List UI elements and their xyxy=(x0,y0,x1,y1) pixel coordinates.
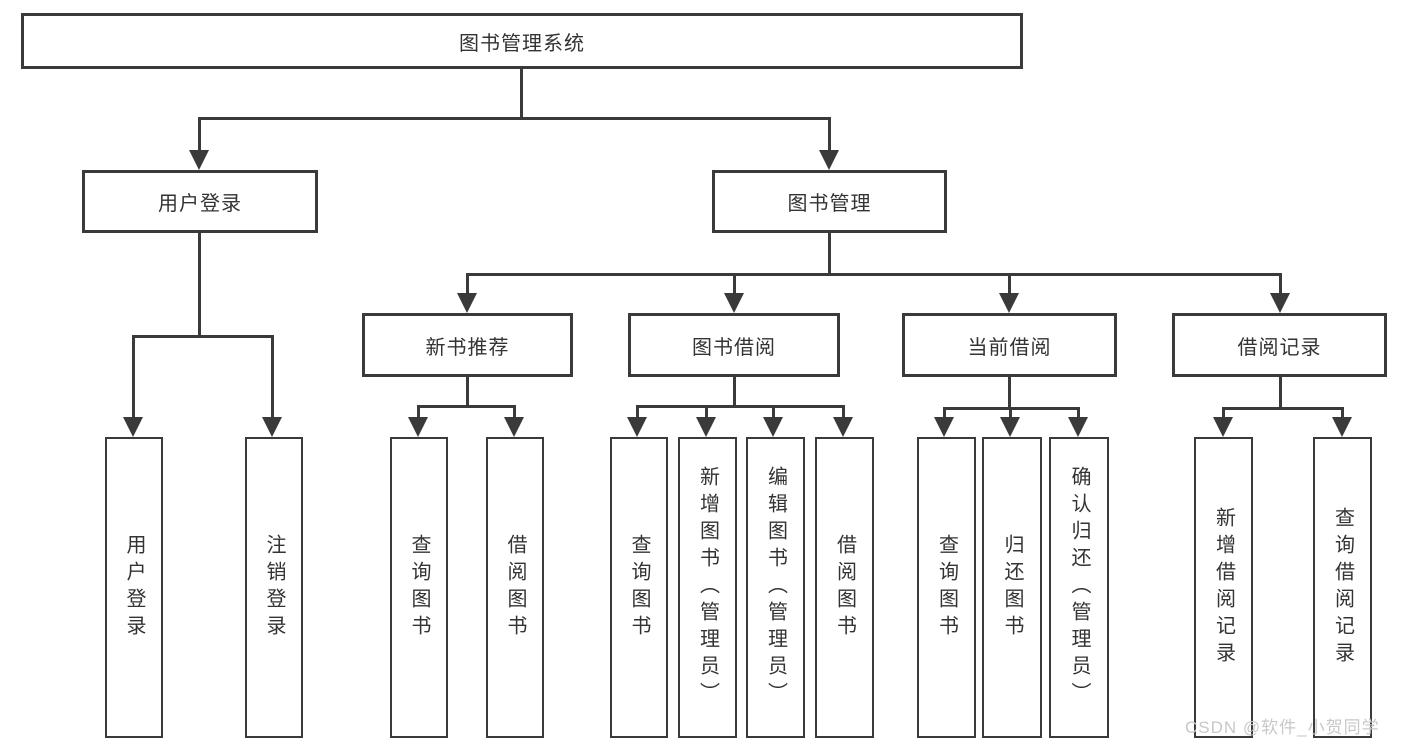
connector-line xyxy=(943,407,946,420)
leaf-label: 确认归还（管理员） xyxy=(1068,466,1090,709)
node-book-management: 图书管理 xyxy=(712,170,947,233)
arrowhead-icon xyxy=(1270,293,1290,313)
leaf-query-books-current: 查询图书 xyxy=(917,437,976,738)
connector-line xyxy=(1279,377,1282,409)
connector-line xyxy=(828,117,831,152)
connector-line xyxy=(1008,273,1011,297)
arrowhead-icon xyxy=(819,150,839,170)
leaf-label: 注销登录 xyxy=(263,533,285,642)
connector-line xyxy=(417,405,516,408)
connector-line xyxy=(132,335,274,338)
node-user-login: 用户登录 xyxy=(82,170,318,233)
node-library-management-system: 图书管理系统 xyxy=(21,13,1023,69)
connector-line xyxy=(1222,407,1344,410)
arrowhead-icon xyxy=(724,293,744,313)
leaf-label: 查询借阅记录 xyxy=(1331,506,1354,669)
connector-line xyxy=(1008,377,1011,409)
arrowhead-icon xyxy=(696,417,716,437)
connector-line xyxy=(828,233,831,275)
arrowhead-icon xyxy=(833,417,853,437)
connector-line xyxy=(466,273,1282,276)
connector-line xyxy=(733,377,736,407)
node-book-borrowing: 图书借阅 xyxy=(628,313,840,377)
leaf-edit-books-admin: 编辑图书（管理员） xyxy=(746,437,805,738)
arrowhead-icon xyxy=(1213,417,1233,437)
leaf-query-borrow-record: 查询借阅记录 xyxy=(1313,437,1372,738)
connector-line xyxy=(842,405,845,420)
leaf-label: 查询图书 xyxy=(935,533,958,642)
leaf-label: 编辑图书（管理员） xyxy=(764,466,787,709)
csdn-watermark: CSDN @软件_小贺同学 xyxy=(1185,718,1380,737)
leaf-query-books-recommend: 查询图书 xyxy=(390,437,448,738)
node-new-book-recommendation: 新书推荐 xyxy=(362,313,573,377)
connector-line xyxy=(1222,407,1225,420)
leaf-confirm-return-admin: 确认归还（管理员） xyxy=(1049,437,1109,738)
connector-line xyxy=(636,405,845,408)
leaf-query-books-borrow: 查询图书 xyxy=(610,437,668,738)
connector-line xyxy=(1077,407,1080,420)
node-borrowing-records: 借阅记录 xyxy=(1172,313,1387,377)
leaf-label: 借阅图书 xyxy=(833,533,856,642)
connector-line xyxy=(520,69,523,117)
leaf-label: 用户登录 xyxy=(123,533,145,642)
leaf-label: 新增借阅记录 xyxy=(1212,506,1235,669)
leaf-borrow-books-recommend: 借阅图书 xyxy=(486,437,544,738)
arrowhead-icon xyxy=(1068,417,1088,437)
connector-line xyxy=(417,405,420,420)
arrowhead-icon xyxy=(123,417,143,437)
arrowhead-icon xyxy=(763,417,783,437)
connector-line xyxy=(513,405,516,420)
arrowhead-icon xyxy=(262,417,282,437)
leaf-label: 查询图书 xyxy=(628,533,650,642)
connector-line xyxy=(466,377,469,407)
leaf-borrow-books: 借阅图书 xyxy=(815,437,874,738)
leaf-add-books-admin: 新增图书（管理员） xyxy=(678,437,737,738)
connector-line xyxy=(132,335,135,419)
connector-line xyxy=(198,117,201,152)
node-current-borrowing: 当前借阅 xyxy=(902,313,1117,377)
connector-line xyxy=(198,117,831,120)
connector-line xyxy=(733,273,736,297)
connector-line xyxy=(636,405,639,420)
arrowhead-icon xyxy=(189,150,209,170)
arrowhead-icon xyxy=(457,293,477,313)
connector-line xyxy=(1341,407,1344,420)
connector-line xyxy=(772,405,775,420)
connector-line xyxy=(1279,273,1282,297)
arrowhead-icon xyxy=(627,417,647,437)
leaf-return-books: 归还图书 xyxy=(982,437,1042,738)
arrowhead-icon xyxy=(1000,417,1020,437)
connector-line xyxy=(705,405,708,420)
arrowhead-icon xyxy=(408,417,428,437)
arrowhead-icon xyxy=(504,417,524,437)
leaf-label: 归还图书 xyxy=(1001,533,1023,642)
leaf-label: 借阅图书 xyxy=(504,533,526,642)
connector-line xyxy=(1009,407,1012,420)
arrowhead-icon xyxy=(999,293,1019,313)
leaf-user-login: 用户登录 xyxy=(105,437,163,738)
leaf-logout: 注销登录 xyxy=(245,437,303,738)
connector-line xyxy=(198,233,201,337)
leaf-label: 查询图书 xyxy=(408,533,430,642)
leaf-add-borrow-record: 新增借阅记录 xyxy=(1194,437,1253,738)
arrowhead-icon xyxy=(1332,417,1352,437)
leaf-label: 新增图书（管理员） xyxy=(696,466,719,709)
connector-line xyxy=(271,335,274,419)
connector-line xyxy=(466,273,469,297)
arrowhead-icon xyxy=(934,417,954,437)
